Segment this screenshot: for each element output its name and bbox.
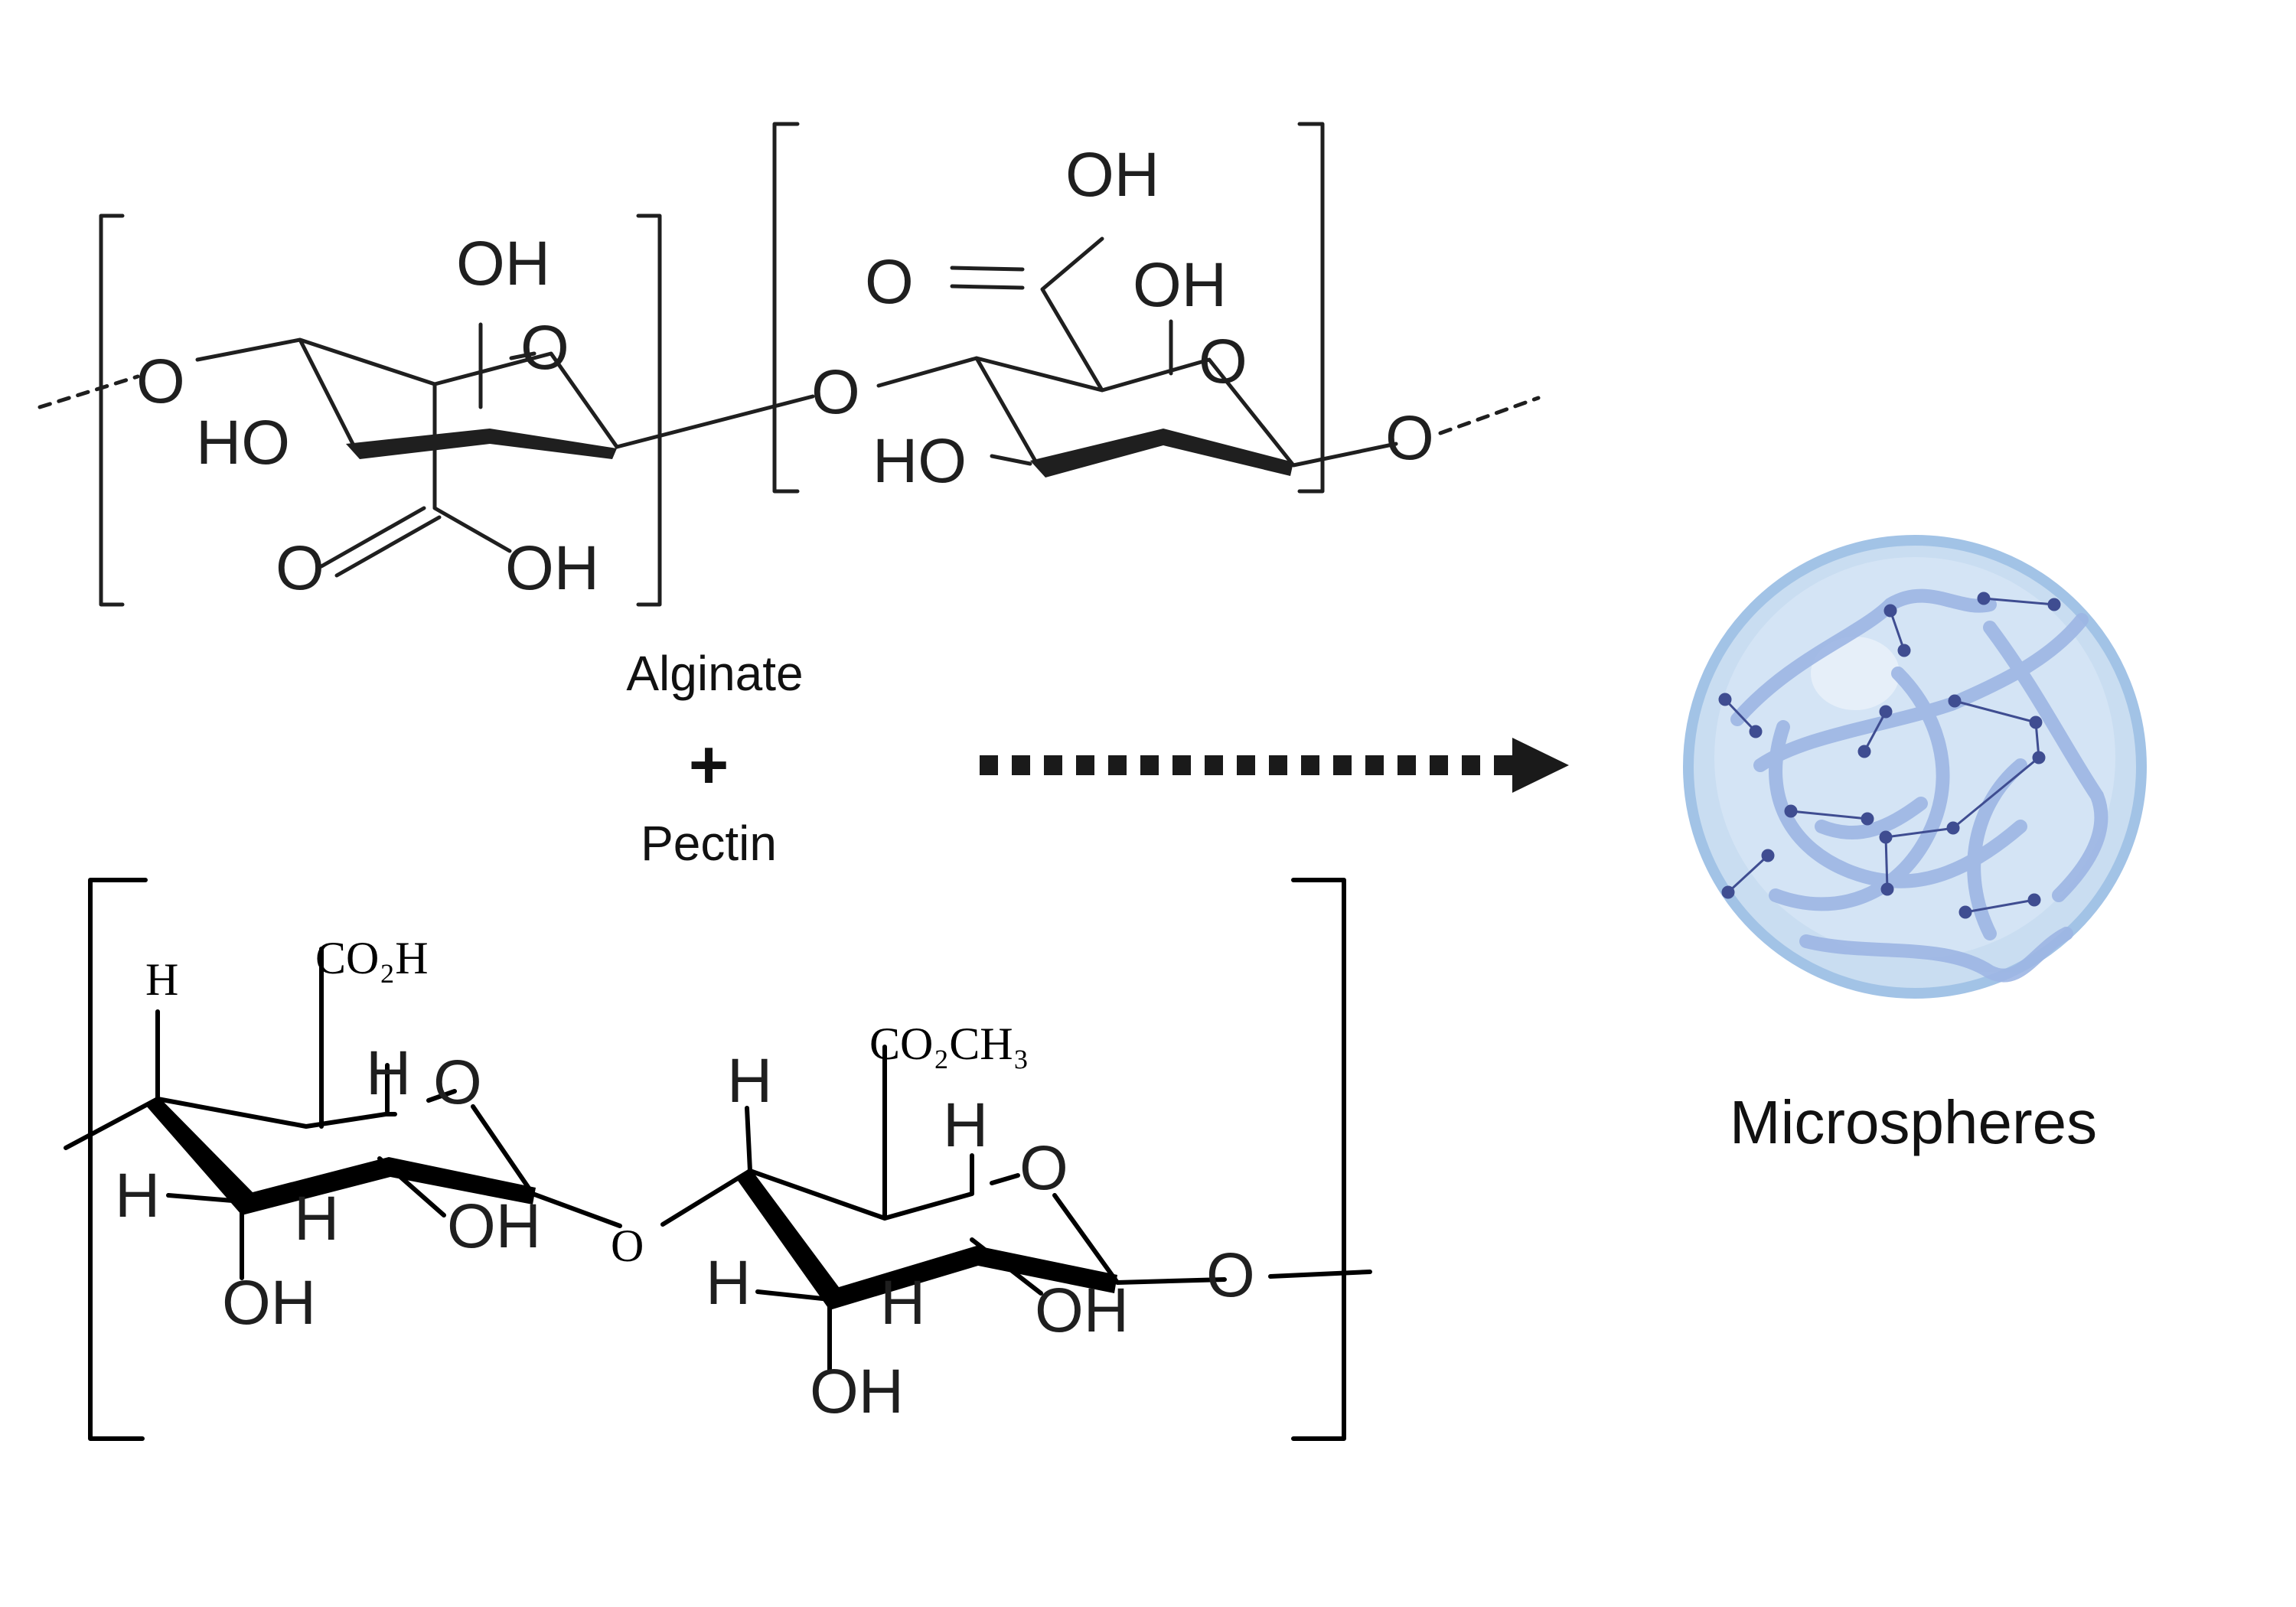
- alginate-ho2-bond: [990, 454, 1032, 466]
- pectin-label: Pectin: [641, 816, 777, 871]
- crosslinks: [1718, 592, 2061, 919]
- pectin-o-ring1: O: [433, 1048, 482, 1117]
- pectin-h-ring2: H: [943, 1090, 988, 1160]
- alginate-label: Alginate: [626, 646, 803, 701]
- pectin-chain-right: [1268, 1270, 1372, 1279]
- pectin-h-left1: H: [115, 1161, 160, 1231]
- pectin-oh-bottom1: OH: [222, 1268, 316, 1338]
- alginate-oh-acid1: OH: [505, 533, 599, 603]
- pectin-o-ring2: O: [1019, 1133, 1068, 1203]
- alginate-ho-left: HO: [196, 408, 290, 478]
- alginate-o-ring1: O: [520, 313, 569, 383]
- pectin-h-left2: H: [706, 1248, 751, 1318]
- pectin-chain-left: [64, 1097, 160, 1150]
- pectin-o-link: O: [611, 1221, 644, 1271]
- alginate-atoms: O HO OH O O OH O OH O OH O HO O: [136, 140, 1434, 603]
- alginate-o-carbonyl2: O: [865, 247, 914, 317]
- pectin-h-ring1: H: [366, 1038, 411, 1108]
- pectin-oh-1: OH: [447, 1191, 541, 1261]
- alginate-bracket-left2: [772, 122, 800, 494]
- alginate-oh-top2: OH: [1133, 250, 1227, 320]
- microspheres-label: Microspheres: [1730, 1088, 2097, 1156]
- pectin-atoms: H CO₂H H O H H OH OH O H CO₂CH₃ H O H H …: [115, 933, 1255, 1426]
- pectin-h-bottom2: H: [880, 1268, 925, 1338]
- pectin-h-top: H: [145, 954, 178, 1005]
- alginate-chain-dash-left: [38, 374, 140, 409]
- pectin-bracket-right: [1291, 878, 1346, 1441]
- pectin-o-right: O: [1206, 1240, 1255, 1310]
- alginate-chain-dash-right: [1438, 396, 1541, 435]
- microsphere-highlight: [1811, 637, 1900, 710]
- alginate-oh-top1: OH: [456, 229, 550, 298]
- alginate-o-left: O: [136, 347, 185, 416]
- alginate-oh-acid2-top: OH: [1065, 140, 1159, 210]
- pectin-structure: [64, 878, 1372, 1441]
- pectin-ring1-wedge: [145, 1096, 536, 1215]
- pectin-ring2-wedge: [736, 1168, 1117, 1310]
- alginate-ring1-wedge: [346, 429, 617, 459]
- pectin-h-bottom1: H: [294, 1184, 339, 1253]
- alginate-ho-2: HO: [872, 426, 967, 496]
- microsphere: [1683, 535, 2147, 999]
- pectin-bracket-left: [88, 878, 148, 1441]
- reaction-arrow: [980, 738, 1569, 793]
- pectin-co2ch3: CO₂CH₃: [869, 1019, 1029, 1069]
- pectin-ring1-bonds: [155, 947, 622, 1280]
- pectin-oh-2: OH: [1035, 1276, 1129, 1345]
- plus-sign: +: [689, 727, 729, 804]
- alginate-ring2-wedge: [1030, 429, 1293, 478]
- alginate-o-ring2: O: [1199, 327, 1247, 396]
- pectin-oh-bottom2: OH: [810, 1357, 904, 1426]
- alginate-link-bond: [615, 394, 815, 449]
- alginate-o-right: O: [1385, 403, 1434, 473]
- pectin-h-top2: H: [727, 1046, 772, 1116]
- alginate-bracket-mid: [636, 214, 662, 607]
- alginate-o-carbonyl1: O: [276, 533, 325, 603]
- alginate-o-link: O: [811, 357, 860, 427]
- alginate-ring2-bonds: [876, 236, 1398, 468]
- alginate-bracket-right2: [1297, 122, 1325, 494]
- alginate-structure: [38, 122, 1541, 607]
- pectin-co2h: CO₂H: [315, 933, 429, 983]
- arrow-head: [1512, 738, 1569, 793]
- alginate-bracket-left: [99, 214, 125, 607]
